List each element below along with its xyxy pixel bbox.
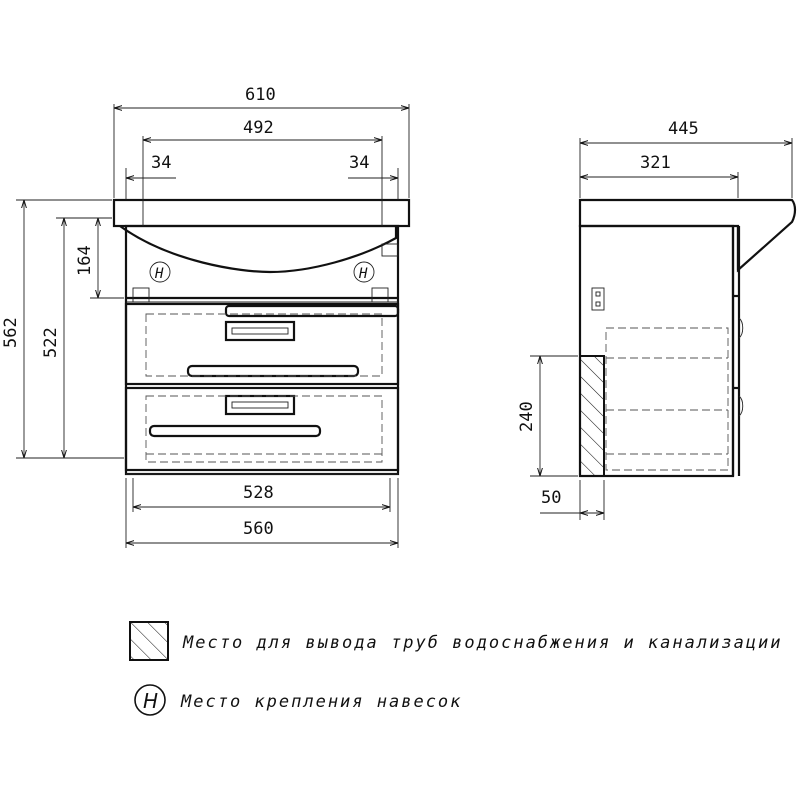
dim-pipe-zone-height: 240 [517, 401, 537, 432]
dim-pipe-zone-offset: 50 [541, 488, 561, 508]
dim-body-depth: 321 [640, 153, 671, 173]
side-view: 445 321 240 50 [517, 119, 797, 520]
dim-inner-width: 528 [243, 483, 274, 503]
svg-text:H: H [143, 689, 158, 713]
dim-basin-width: 492 [243, 118, 274, 138]
legend: Место для вывода труб водоснабжения и ка… [129, 621, 783, 716]
dim-right-offset: 34 [349, 153, 369, 173]
front-view: H H [1, 85, 411, 548]
svg-text:H: H [154, 266, 164, 282]
legend-pipe-zone-text: Место для вывода труб водоснабжения и ка… [182, 633, 783, 653]
dim-total-height: 562 [1, 317, 21, 348]
dim-bottom-width: 560 [243, 519, 274, 539]
svg-text:H: H [358, 266, 368, 282]
circled-h-icon: H [134, 684, 166, 716]
side-countertop [578, 198, 797, 273]
upper-drawer-handle [224, 320, 296, 342]
pipe-zone [579, 355, 605, 477]
legend-hanger-text: Место крепления навесок [180, 692, 462, 712]
lower-drawer [124, 386, 400, 472]
hanger-mark-left: H [149, 261, 171, 283]
dim-overall-depth: 445 [668, 119, 699, 139]
dim-left-offset: 34 [151, 153, 171, 173]
upper-drawer [124, 302, 400, 386]
hanger-mark-right: H [353, 261, 375, 283]
basin-bowl [119, 225, 398, 274]
hatched-square-icon [129, 621, 169, 661]
dim-top-height: 164 [75, 245, 95, 276]
lower-drawer-handle [224, 394, 296, 416]
countertop [112, 198, 411, 228]
dim-body-height: 522 [41, 327, 61, 358]
dim-overall-width: 610 [245, 85, 276, 105]
